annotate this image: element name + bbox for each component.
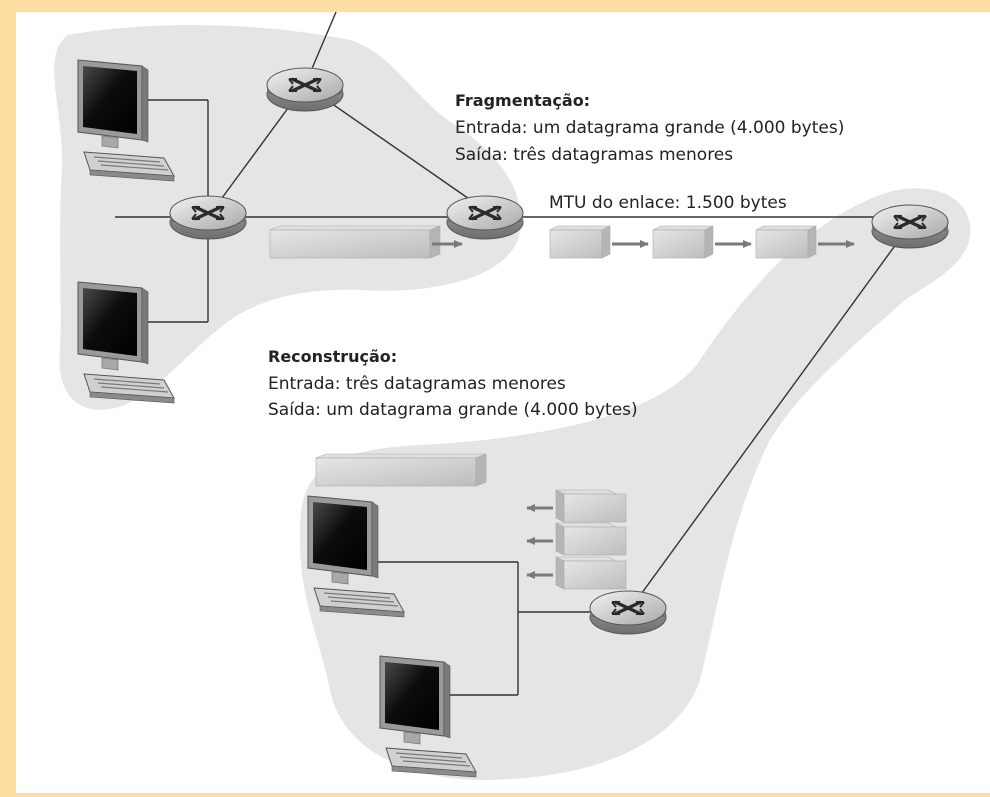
router-icon-fragmenting xyxy=(445,194,525,241)
reassembly-output: Saída: um datagrama grande (4.000 bytes) xyxy=(268,400,638,420)
reassembled-datagram xyxy=(315,453,487,487)
reassembly-input: Entrada: três datagramas menores xyxy=(268,374,566,394)
fragment-datagram-1 xyxy=(549,225,611,259)
fragment-datagram-2 xyxy=(652,225,714,259)
fragment-datagram-3 xyxy=(755,225,817,259)
reassembly-title: Reconstrução: xyxy=(268,347,397,366)
link-mtu-label: MTU do enlace: 1.500 bytes xyxy=(549,193,787,213)
router-icon-receiving xyxy=(588,589,668,636)
arriving-fragment-3 xyxy=(555,556,627,590)
arriving-fragment-1 xyxy=(555,489,627,523)
router-icon-right xyxy=(870,203,950,250)
arriving-fragment-2 xyxy=(555,522,627,556)
network-cloud-bottom-right xyxy=(299,188,971,780)
fragmentation-title: Fragmentação: xyxy=(455,91,590,110)
router-icon-top xyxy=(265,66,345,113)
fragmentation-input: Entrada: um datagrama grande (4.000 byte… xyxy=(455,118,844,138)
fragmentation-output: Saída: três datagramas menores xyxy=(455,145,733,165)
router-icon-left xyxy=(168,194,248,241)
large-datagram xyxy=(269,225,441,259)
